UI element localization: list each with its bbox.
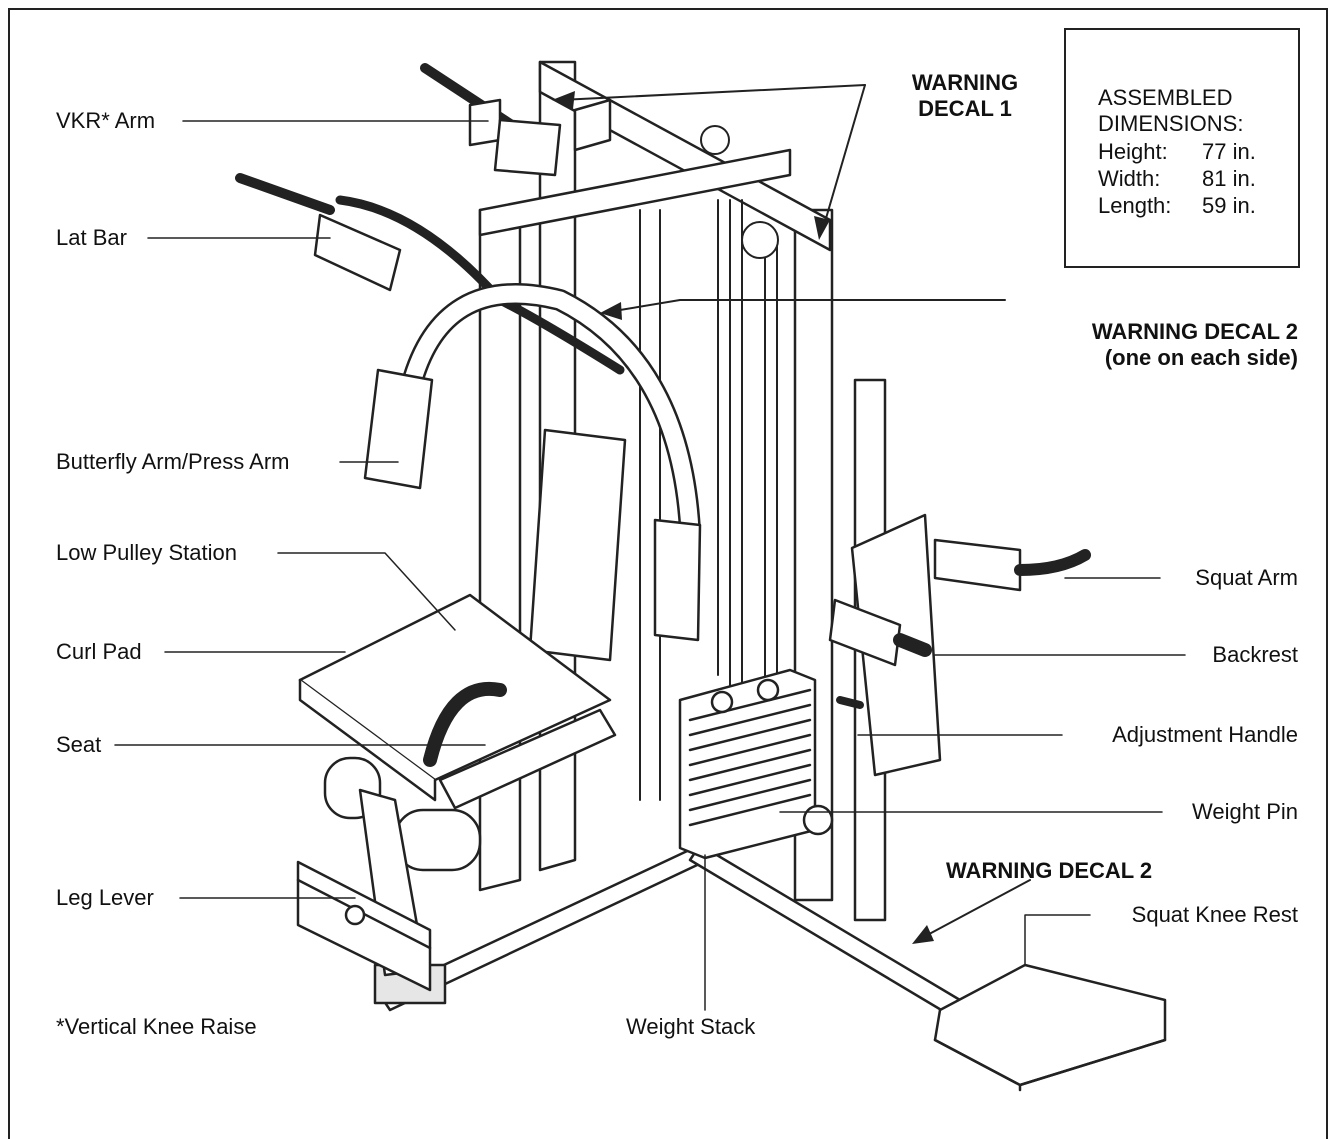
dimension-value-length: 59 in. — [1202, 193, 1256, 218]
seat-assembly — [298, 593, 617, 977]
weight-stack-plates — [678, 668, 817, 860]
dimensions-title-line2: DIMENSIONS: — [1098, 111, 1244, 136]
label-weight-stack: Weight Stack — [626, 1014, 756, 1039]
press-backrest-pad — [528, 428, 627, 662]
label-vkr-arm: VKR* Arm — [56, 108, 156, 133]
label-butterfly-arm: Butterfly Arm/Press Arm — [56, 449, 290, 474]
leader-lines — [114, 120, 1186, 1011]
guide-rods — [639, 125, 779, 801]
dimensions-box: ASSEMBLED DIMENSIONS: Height: 77 in. Wid… — [1064, 28, 1300, 268]
squat-assembly — [802, 513, 1091, 836]
warning-decal-2-line2: (one on each side) — [1104, 345, 1298, 370]
butterfly-arm-part — [363, 283, 702, 642]
vkr-arm — [420, 63, 562, 177]
dimension-key-width: Width: — [1098, 166, 1161, 191]
dimensions-title-line1: ASSEMBLED — [1098, 85, 1233, 110]
label-leg-lever: Leg Lever — [56, 885, 154, 910]
warning-decal-1: WARNING DECAL 1 — [895, 70, 1035, 122]
leg-lever-part — [296, 860, 432, 992]
warning-decal-2-lower: WARNING DECAL 2 — [946, 858, 1153, 883]
warning-arrows — [552, 84, 1031, 944]
warning-decal-1-line2: DECAL 1 — [918, 96, 1012, 121]
label-squat-knee-rest: Squat Knee Rest — [1131, 902, 1298, 927]
label-weight-pin: Weight Pin — [1192, 799, 1298, 824]
label-seat: Seat — [56, 732, 102, 757]
dimension-value-height: 77 in. — [1202, 139, 1256, 164]
dimension-key-length: Length: — [1098, 193, 1172, 218]
footnote: *Vertical Knee Raise — [56, 1014, 257, 1039]
label-low-pulley: Low Pulley Station — [56, 540, 237, 565]
warning-decal-1-line1: WARNING — [911, 70, 1019, 95]
label-curl-pad: Curl Pad — [56, 639, 142, 664]
squat-knee-rest-part — [933, 963, 1167, 1092]
warning-decal-2: WARNING DECAL 2 (one on each side) — [1092, 319, 1298, 371]
label-lat-bar: Lat Bar — [56, 225, 127, 250]
label-squat-arm: Squat Arm — [1195, 565, 1298, 590]
warning-decal-2-line1: WARNING DECAL 2 — [1091, 319, 1298, 344]
label-adjustment-handle: Adjustment Handle — [1112, 722, 1298, 747]
dimension-key-height: Height: — [1098, 139, 1168, 164]
label-backrest: Backrest — [1212, 642, 1298, 667]
diagram-frame — [8, 8, 1328, 1139]
dimension-value-width: 81 in. — [1202, 166, 1256, 191]
